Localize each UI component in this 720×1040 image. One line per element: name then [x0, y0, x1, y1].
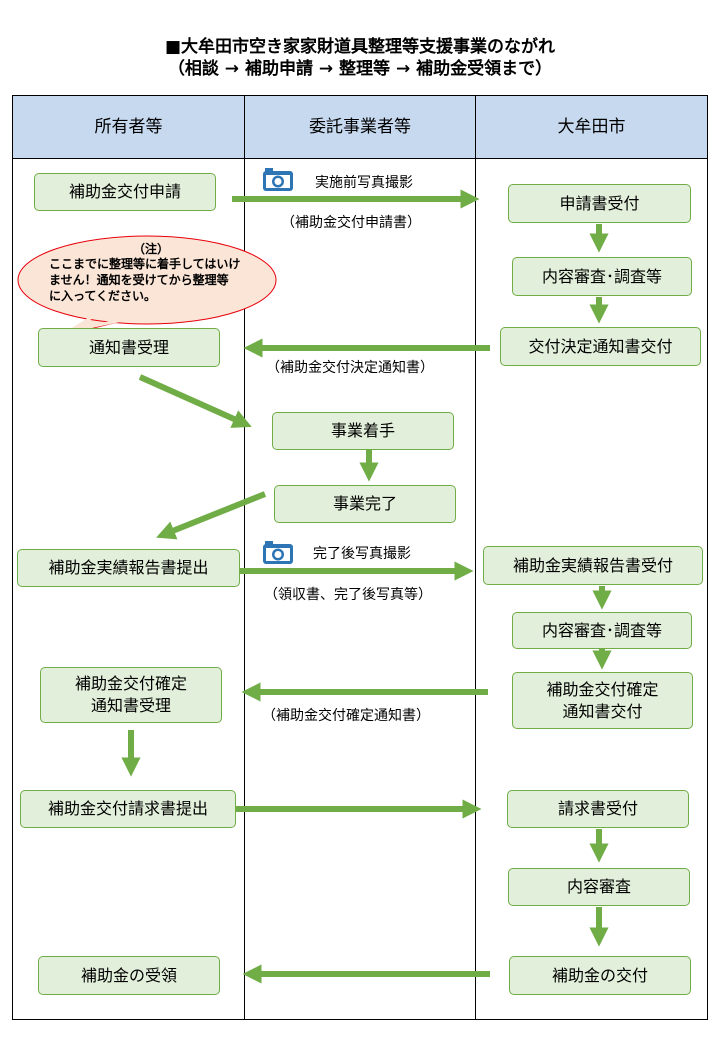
- note-text: ここまでに整理等に着手してはいけ ません！通知を受けてから整理等 に入ってくださ…: [49, 257, 241, 303]
- column-header-row: [13, 96, 707, 159]
- city-review1-box: 内容審査･調査等: [512, 257, 692, 296]
- arrow-owner-to-contractor: [138, 374, 252, 428]
- city-review2-box: 内容審査･調査等: [512, 612, 692, 649]
- diagram-subtitle: （相談 → 補助申請 → 整理等 → 補助金受領まで）: [167, 59, 553, 79]
- owner-request-submit-box: 補助金交付請求書提出: [20, 790, 236, 828]
- arrow-contractor-to-owner: [156, 491, 267, 540]
- contractor-start-box: 事業着手: [272, 412, 454, 450]
- decision-doc-label: （補助金交付決定通知書）: [266, 360, 434, 376]
- contractor-complete-box: 事業完了: [274, 485, 456, 523]
- owner-notice-receive-box: 通知書受理: [38, 328, 220, 367]
- application-doc-label: （補助金交付申請書）: [281, 215, 421, 231]
- city-pay-box: 補助金の交付: [509, 956, 691, 995]
- owner-receive-money-box: 補助金の受領: [38, 956, 220, 995]
- column-header-owner: 所有者等: [94, 117, 163, 137]
- owner-confirm-receive-box: 補助金交付確定 通知書受理: [40, 667, 222, 723]
- photo-after-label: 完了後写真撮影: [313, 546, 411, 562]
- owner-apply-box: 補助金交付申請: [34, 173, 216, 211]
- column-divider: [475, 96, 476, 1019]
- column-header-city: 大牟田市: [557, 117, 626, 137]
- city-confirm-notice-box: 補助金交付確定 通知書交付: [512, 672, 693, 729]
- city-accept-request-box: 請求書受付: [507, 790, 689, 828]
- camera-icon: [263, 168, 293, 191]
- city-decision-notice-box: 交付決定通知書交付: [500, 327, 701, 366]
- receipt-doc-label: （領収書、完了後写真等）: [264, 587, 432, 603]
- flow-frame: [12, 95, 708, 1020]
- city-accept-report-box: 補助金実績報告書受付: [483, 546, 703, 585]
- owner-report-submit-box: 補助金実績報告書提出: [17, 549, 240, 587]
- camera-icon: [263, 541, 293, 564]
- diagram-title: ■大牟田市空き家家財道具整理等支援事業のながれ: [164, 37, 556, 57]
- photo-before-label: 実施前写真撮影: [315, 175, 413, 191]
- column-header-contractor: 委託事業者等: [309, 117, 411, 137]
- note-title: （注）: [133, 242, 170, 256]
- city-accept-application-box: 申請書受付: [508, 184, 691, 223]
- confirm-doc-label: （補助金交付確定通知書）: [262, 708, 430, 724]
- note-bubble: [17, 235, 277, 325]
- column-divider: [244, 96, 245, 1019]
- city-review3-box: 内容審査: [508, 868, 690, 906]
